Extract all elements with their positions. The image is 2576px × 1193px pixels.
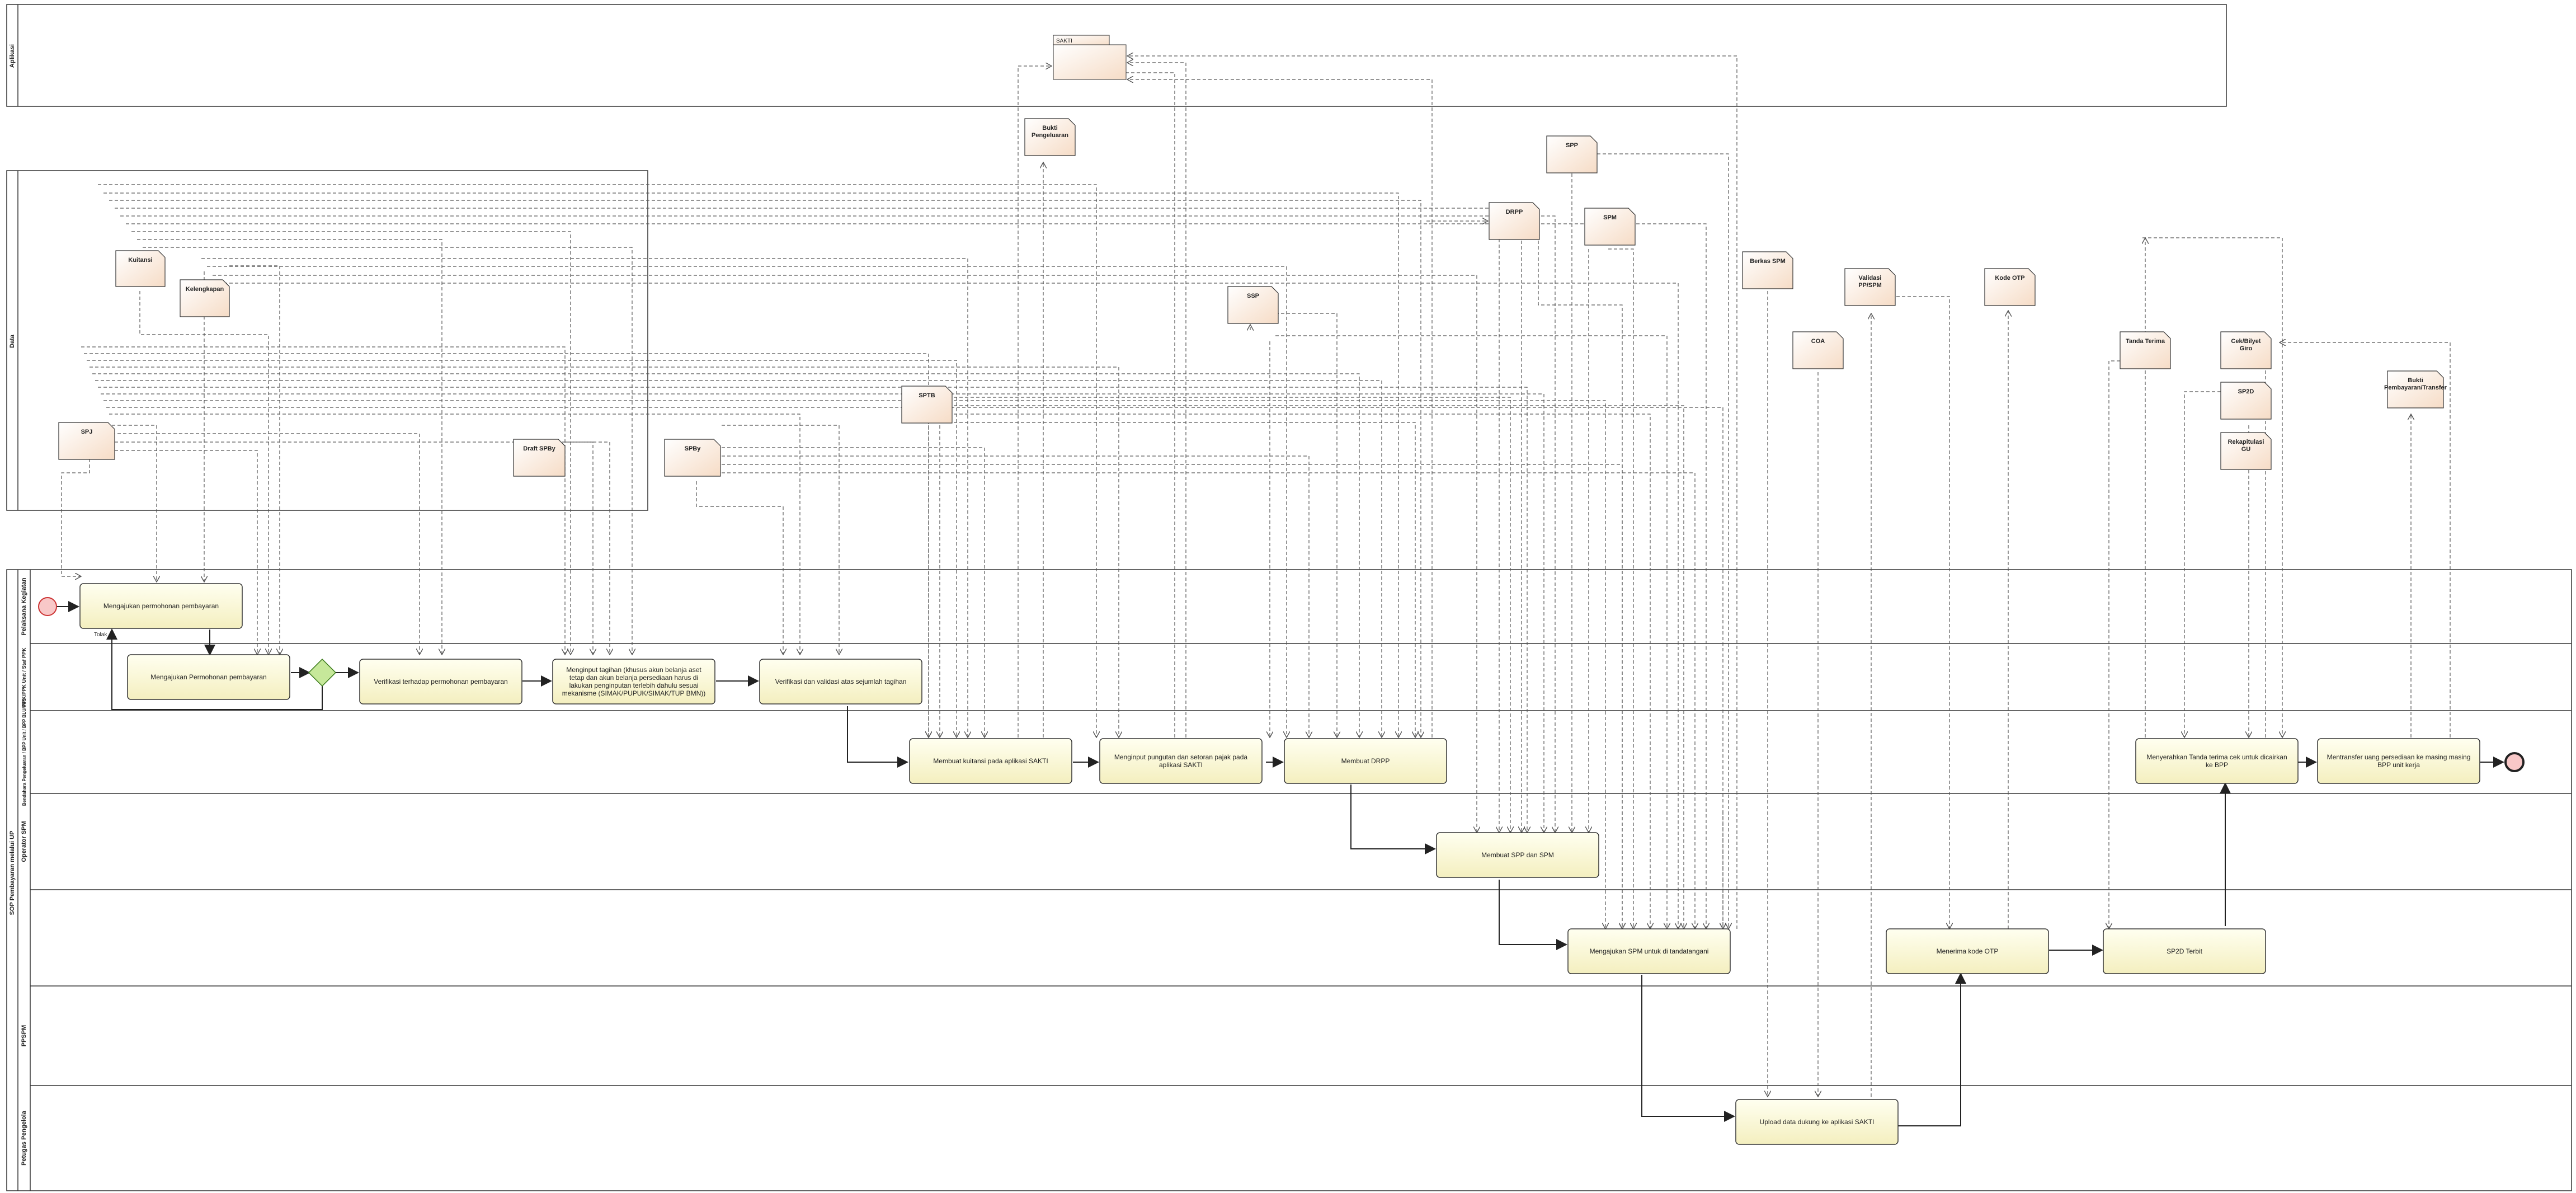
data-object-tanda-terima: Tanda Terima <box>2120 331 2171 369</box>
task-label: Menyerahkan Tanda terima cek untuk dicai… <box>2146 753 2287 769</box>
task-menyerahkan-tanda[interactable]: Menyerahkan Tanda terima cek untuk dicai… <box>2135 738 2299 784</box>
data-object-drpp: DRPP <box>1489 202 1540 240</box>
task-label: Menerima kode OTP <box>1937 947 1999 955</box>
task-label: Verifikasi dan validasi atas sejumlah ta… <box>775 678 907 685</box>
data-object-ssp: SSP <box>1227 286 1279 324</box>
task-membuat-drpp[interactable]: Membuat DRPP <box>1284 738 1447 784</box>
data-object-berkas-spm: Berkas SPM <box>1742 251 1793 289</box>
task-verifikasi-permohonan[interactable]: Verifikasi terhadap permohonan pembayara… <box>359 659 522 704</box>
data-object-kode-otp: Kode OTP <box>1984 268 2036 306</box>
data-object-coa: COA <box>1792 331 1844 369</box>
lane-pengelola: Petugas Pengelola <box>21 1110 27 1166</box>
task-membuat-spp-spm[interactable]: Membuat SPP dan SPM <box>1436 832 1599 878</box>
lane-aplikasi: Aplikasi <box>9 44 16 68</box>
task-label: Mengajukan permohonan pembayaran <box>103 602 219 610</box>
task-label: Mengajukan SPM untuk di tandatangani <box>1590 947 1709 955</box>
task-label: Membuat DRPP <box>1341 757 1390 765</box>
task-mengajukan-spm[interactable]: Mengajukan SPM untuk di tandatangani <box>1567 928 1731 974</box>
task-mengajukan-permohonan[interactable]: Mengajukan Permohonan pembayaran <box>127 654 290 700</box>
lane-labels: Aplikasi Data SOP Pembayaran melalui UP … <box>9 44 27 1166</box>
data-object-spj: SPJ <box>58 422 115 460</box>
decision-gateway[interactable] <box>308 658 337 687</box>
task-label: Membuat SPP dan SPM <box>1481 851 1554 859</box>
data-object-sptb: SPTB <box>901 386 953 424</box>
data-object-spp: SPP <box>1546 135 1598 173</box>
task-menerima-otp[interactable]: Menerima kode OTP <box>1886 928 2049 974</box>
task-mentransfer[interactable]: Mentransfer uang persediaan ke masing ma… <box>2317 738 2480 784</box>
lane-ppspm: PPSPM <box>21 1025 27 1047</box>
data-object-label: SPP <box>1566 142 1578 149</box>
data-object-label: COA <box>1811 338 1825 345</box>
data-object-spm: SPM <box>1584 208 1636 246</box>
data-object-label: SPM <box>1603 214 1617 221</box>
data-object-label: Berkas SPM <box>1750 258 1786 265</box>
lane-pelaksana: Pelaksana Kegiatan <box>21 577 27 636</box>
lane-frames <box>6 4 2572 1191</box>
lane-pool: SOP Pembayaran melalui UP <box>9 831 16 915</box>
data-object-label: SPTB <box>919 392 935 399</box>
data-object-sp2d: SP2D <box>2220 382 2272 420</box>
lane-data: Data <box>9 334 16 348</box>
data-associations <box>61 56 2451 1097</box>
task-upload-data[interactable]: Upload data dukung ke aplikasi SAKTI <box>1735 1099 1899 1145</box>
task-verifikasi-validasi[interactable]: Verifikasi dan validasi atas sejumlah ta… <box>759 659 922 704</box>
data-object-label: SSP <box>1247 293 1259 299</box>
data-object-label: SP2D <box>2238 388 2254 395</box>
data-object-label: Tanda Terima <box>2126 338 2165 345</box>
task-sp2d-terbit[interactable]: SP2D Terbit <box>2103 928 2266 974</box>
data-object-kuitansi: Kuitansi <box>115 250 166 287</box>
task-label: Upload data dukung ke aplikasi SAKTI <box>1760 1118 1875 1126</box>
data-object-spby: SPBy <box>664 439 721 477</box>
task-menginput-pungutan[interactable]: Menginput pungutan dan setoran pajak pad… <box>1099 738 1263 784</box>
task-menginput-tagihan[interactable]: Menginput tagihan (khusus akun belanja a… <box>552 659 715 704</box>
task-label: Menginput pungutan dan setoran pajak pad… <box>1114 753 1248 769</box>
lane-ppk: PPK/PPK Unit / Staf PPK <box>21 647 27 707</box>
data-object-label: Kode OTP <box>1995 275 2024 281</box>
tasks: Mengajukan permohonan pembayaranMengajuk… <box>79 583 2480 1145</box>
task-label: Verifikasi terhadap permohonan pembayara… <box>374 678 507 685</box>
task-label: Membuat kuitansi pada aplikasi SAKTI <box>933 757 1048 765</box>
task-mengajukan-pembayaran[interactable]: Mengajukan permohonan pembayaran <box>79 583 243 629</box>
end-event[interactable] <box>2504 752 2525 772</box>
data-object-label: SPJ <box>81 429 93 435</box>
task-label: SP2D Terbit <box>2167 947 2202 955</box>
app-sakti: SAKTI <box>1053 35 1127 80</box>
data-object-label: Kelengkapan <box>186 286 224 293</box>
data-object-kelengkapan: Kelengkapan <box>180 279 230 317</box>
task-label: Mentransfer uang persediaan ke masing ma… <box>2327 753 2471 769</box>
flow-label-tolak: Tolak <box>94 632 107 638</box>
data-object-label: DRPP <box>1506 209 1523 215</box>
task-label: Mengajukan Permohonan pembayaran <box>150 673 266 681</box>
data-object-label: Draft SPBy <box>523 445 555 452</box>
task-membuat-kuitansi[interactable]: Membuat kuitansi pada aplikasi SAKTI <box>909 738 1072 784</box>
data-object-draft-spby: Draft SPBy <box>513 439 566 477</box>
app-sakti-label: SAKTI <box>1056 38 1072 44</box>
start-event[interactable] <box>38 597 57 616</box>
data-object-label: Kuitansi <box>128 257 152 264</box>
data-object-label: SPBy <box>685 445 701 452</box>
task-label: Menginput tagihan (khusus akun belanja a… <box>562 666 706 697</box>
sequence-flows <box>56 601 2504 1126</box>
lane-bendahara: Bendahara Pengeluaran / BPP Unit / BPP B… <box>22 698 27 806</box>
lane-operator: Operator SPM <box>21 821 27 862</box>
